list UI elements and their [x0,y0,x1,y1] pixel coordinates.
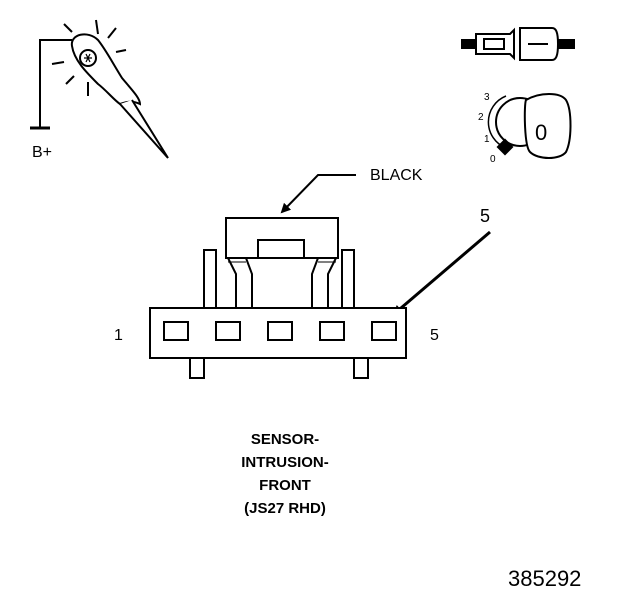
key-position-1: 1 [484,134,490,145]
connector-title: SENSOR- INTRUSION- FRONT (JS27 RHD) [160,428,410,520]
cavity-1 [163,321,189,341]
ignition-key-icon [487,93,572,159]
connector-body [149,217,407,379]
key-position-3: 3 [484,92,490,103]
cavity-4 [319,321,345,341]
title-line-1: SENSOR- [250,431,320,448]
title-line-4: (JS27 RHD) [244,500,326,517]
cavity-2 [215,321,241,341]
title-line-2: INTRUSION- [241,454,329,471]
pin-callout-label: 5 [480,206,490,226]
connector-cavities [163,321,397,341]
title-line-3: FRONT [259,477,311,494]
pin-left-label: 1 [114,327,123,344]
key-position-2: 2 [478,112,484,123]
figure-number: 385292 [508,566,582,591]
voltage-label: B+ [32,144,52,161]
color-callout-line [280,174,356,214]
key-position-label: 0 [535,120,547,145]
key-position-0: 0 [490,154,496,165]
cavity-3 [267,321,293,341]
pin-callout-arrow [392,230,491,316]
pin-right-label: 5 [430,327,439,344]
connector-color-label: BLACK [370,167,423,184]
cavity-5 [371,321,397,341]
test-light-probe-icon [30,19,169,159]
inline-connector-icon [461,27,575,61]
